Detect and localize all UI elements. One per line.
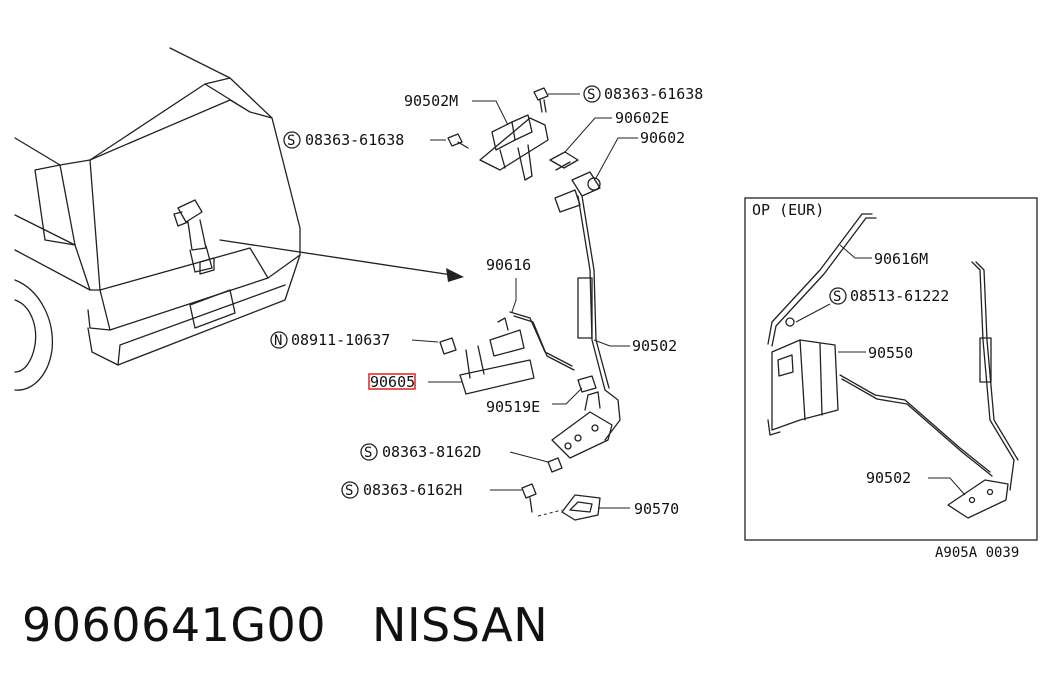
s-prefix-letter: S [287, 133, 295, 149]
label-90616: 90616 [486, 256, 531, 274]
n-prefix-letter: N [274, 333, 282, 349]
part-number: 9060641G00 [22, 598, 327, 652]
highlight-box [368, 373, 416, 390]
leader-lines [411, 93, 638, 509]
diagram-code: A905A 0039 [935, 545, 1019, 561]
s-prefix-icon [829, 287, 847, 305]
label-90550: 90550 [868, 344, 913, 362]
s-prefix-letter: S [364, 445, 372, 461]
s-prefix-letter: S [833, 289, 841, 305]
label-08513-61222: 08513-61222 [850, 287, 949, 305]
main-assembly [439, 87, 621, 521]
label-inset-90502: 90502 [866, 469, 911, 487]
part-caption: 9060641G00 NISSAN [22, 598, 548, 652]
label-08363-61638-top: 08363-61638 [604, 85, 703, 103]
label-08363-61638-left: 08363-61638 [305, 131, 404, 149]
s-prefix-icon [583, 85, 601, 103]
n-prefix-icon [270, 331, 288, 349]
label-90602: 90602 [640, 129, 685, 147]
s-prefix-icon [360, 443, 378, 461]
label-90605: 90605 [370, 373, 415, 391]
label-08363-8162D: 08363-8162D [382, 443, 481, 461]
label-90602E: 90602E [615, 109, 669, 127]
s-prefix-letter: S [345, 483, 353, 499]
label-08363-6162H: 08363-6162H [363, 481, 462, 499]
label-90616M: 90616M [874, 250, 928, 268]
label-90519E: 90519E [486, 398, 540, 416]
s-prefix-icon [341, 481, 359, 499]
labels: 90502M S 08363-61638 S 08363-61638 90602… [270, 85, 703, 518]
brand-name: NISSAN [372, 598, 549, 652]
label-08911-10637: 08911-10637 [291, 331, 390, 349]
label-90570: 90570 [634, 500, 679, 518]
vehicle-rear-illustration [14, 47, 301, 391]
inset-title: OP (EUR) [752, 201, 824, 219]
s-prefix-letter: S [587, 87, 595, 103]
inset-panel: OP (EUR) 90616M S 08513-61222 90550 9050 [744, 197, 1038, 541]
label-90502: 90502 [632, 337, 677, 355]
s-prefix-icon [283, 131, 301, 149]
pointer-arrow [219, 239, 464, 282]
label-90502M: 90502M [404, 92, 458, 110]
